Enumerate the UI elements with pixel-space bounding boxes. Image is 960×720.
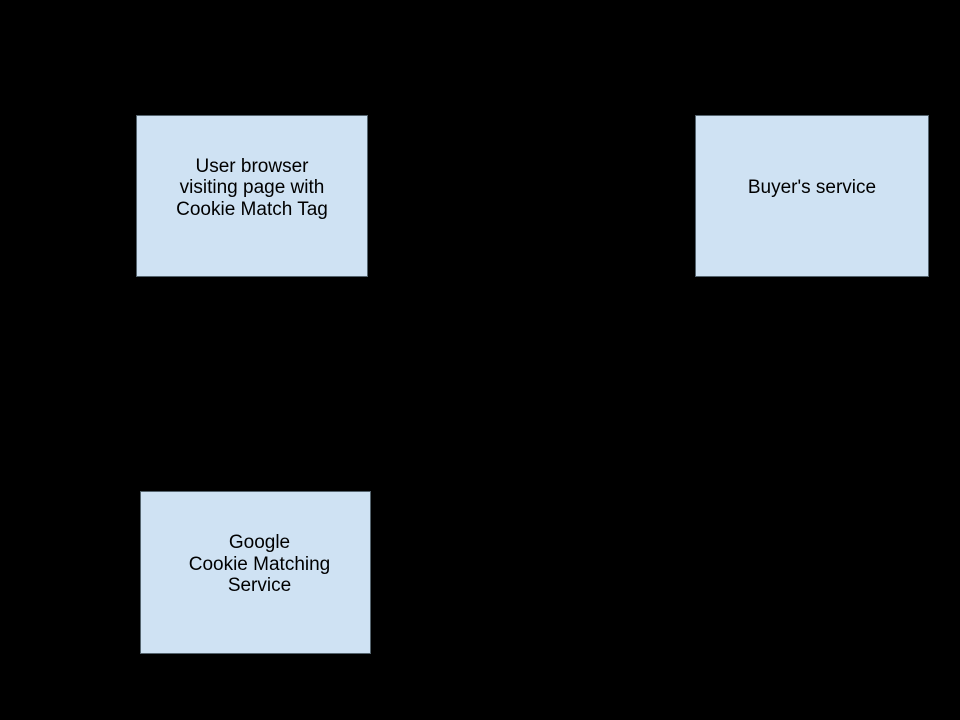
node-label-line: Google (228, 532, 291, 554)
node-label-line: Buyer's service (747, 177, 877, 199)
node-label-line: User browser (195, 155, 309, 177)
node-label-line: Cookie Match Tag (176, 198, 328, 220)
node-buyers-service-label: Buyer's service (696, 108, 928, 268)
node-user-browser-label: User browser visiting page with Cookie M… (137, 108, 367, 268)
node-buyers-service: Buyer's service (695, 115, 929, 277)
node-google-cookie-matching-service-label: Google Cookie Matching Service (145, 484, 374, 645)
node-label-line: Cookie Matching (188, 553, 331, 575)
node-google-cookie-matching-service: Google Cookie Matching Service (140, 491, 371, 654)
node-label-line: visiting page with (179, 177, 325, 199)
node-user-browser: User browser visiting page with Cookie M… (136, 115, 368, 277)
node-label-line: Service (227, 575, 292, 597)
